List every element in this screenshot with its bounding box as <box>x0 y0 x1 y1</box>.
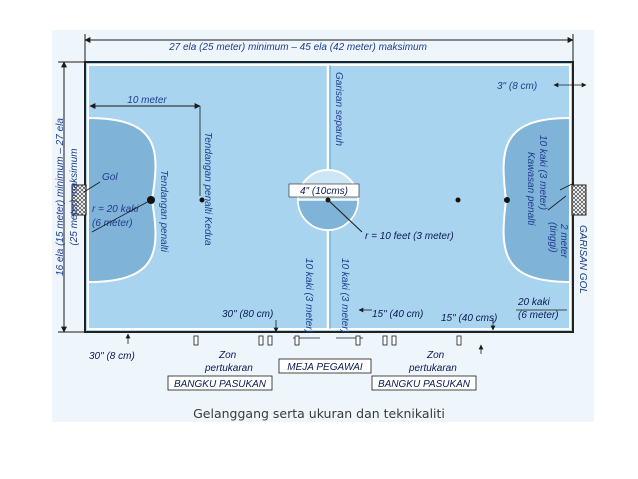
top-dimension-label: 27 ela (25 meter) minimum – 45 ela (42 m… <box>168 42 427 53</box>
left-dimension-label-1: 16 ela (15 meter) minimum – 27 ela <box>55 118 66 276</box>
second-penalty-label: Tendangan penalti Kedua <box>202 132 213 246</box>
centre-mark-label-box <box>288 183 360 198</box>
halfway-line-label: Garisan separuh <box>333 72 344 146</box>
right-goal-net <box>571 184 587 216</box>
sub-zone-width-right: 10 kaki (3 meter) <box>339 258 350 333</box>
right-penalty-spot <box>504 197 510 203</box>
zone-left-label-2: pertukaran <box>204 363 253 374</box>
bottom-40cm-label-1: 15" (40 cm) <box>372 309 423 320</box>
sub-zone-width-left: 10 kaki (3 meter) <box>303 258 314 333</box>
centre-mark-label: 4" (10cms) <box>300 186 348 197</box>
ten-meter-label: 10 meter <box>127 95 167 106</box>
touchline-marks <box>193 335 462 346</box>
bottom-80cm-label: 30" (80 cm) <box>222 309 273 320</box>
left-radius-label-2: (6 meter) <box>92 218 133 229</box>
right-second-penalty-spot <box>455 197 461 203</box>
zone-right-label-2: pertukaran <box>408 363 457 374</box>
goal-width-label: 10 kaki (3 meter) <box>537 135 548 210</box>
penalty-spot-label: Tendangan penalti <box>158 170 169 253</box>
corner-mark-label: 3" (8 cm) <box>497 81 537 92</box>
officials-table-label: MEJA PEGAWAI <box>287 362 363 373</box>
left-radius-label-1: r = 20 kaki <box>92 204 139 215</box>
figure-caption: Gelanggang serta ukuran dan teknikaliti <box>193 406 445 421</box>
left-second-penalty-spot <box>199 197 205 203</box>
left-penalty-area <box>87 116 157 284</box>
zone-right-label-1: Zon <box>426 350 445 361</box>
goal-width-leader <box>547 195 567 211</box>
bottom-left-8cm-label: 30" (8 cm) <box>89 351 135 362</box>
goal-height-label-2: 2 meter <box>558 223 569 259</box>
right-radius-label-1: 20 kaki <box>517 297 550 308</box>
left-dimension-label-2: (25 meter) maksimum <box>69 148 80 245</box>
goal-line-label: GARISAN GOL <box>577 225 588 294</box>
bench-left-label: BANGKU PASUKAN <box>174 379 267 390</box>
gol-leader <box>83 181 101 193</box>
goal-height-label-1: (tinggi) <box>547 222 558 253</box>
bench-right-label: BANGKU PASUKAN <box>378 379 471 390</box>
centre-radius-label: r = 10 feet (3 meter) <box>365 231 454 242</box>
right-radius-label-2: (6 meter) <box>518 310 559 321</box>
goal-height-leader <box>559 183 573 191</box>
centre-radius-line <box>327 199 363 233</box>
bottom-40cm-label-2: 15" (40 cms) <box>441 313 497 324</box>
gol-label: Gol <box>102 172 118 183</box>
centre-circle-bottom <box>297 199 359 231</box>
bench-right-box <box>371 375 477 391</box>
bench-left-box <box>167 375 273 391</box>
left-goal-net <box>71 184 87 216</box>
officials-table-box <box>278 358 372 374</box>
zone-left-label-1: Zon <box>218 350 237 361</box>
penalty-area-label: Kawasan penalti <box>525 152 536 226</box>
left-radius-line <box>91 199 152 233</box>
